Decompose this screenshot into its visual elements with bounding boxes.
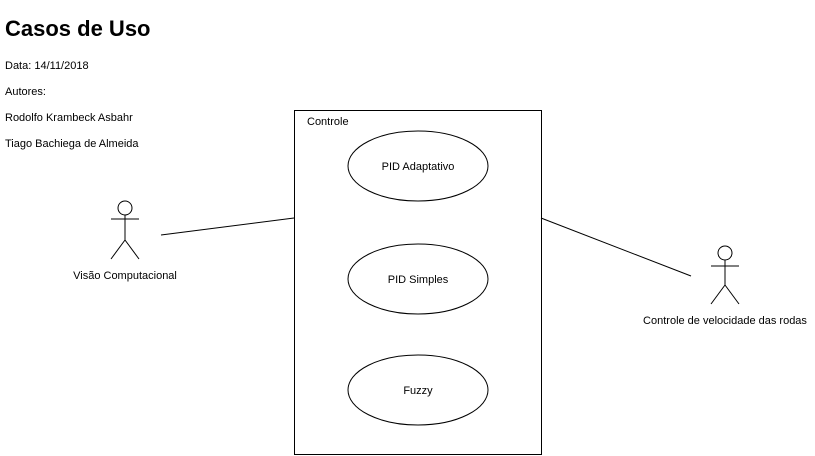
association-left[interactable] [160, 217, 295, 236]
system-label: Controle [307, 116, 349, 128]
authors-label: Autores: [5, 86, 46, 98]
actor-left-figure[interactable] [110, 200, 140, 260]
date-text: Data: 14/11/2018 [5, 60, 89, 72]
association-right[interactable] [540, 217, 692, 277]
use-case-fuzzy[interactable] [347, 354, 489, 426]
use-case-pid-simples[interactable] [347, 243, 489, 315]
actor-right-figure[interactable] [710, 245, 740, 305]
system-boundary[interactable] [294, 110, 542, 455]
use-case-label-fuzzy: Fuzzy [403, 385, 433, 397]
use-case-label-pid-simples: PID Simples [388, 274, 449, 286]
page-title: Casos de Uso [5, 16, 151, 41]
actor-left-label: Visão Computacional [73, 270, 177, 282]
author-2: Tiago Bachiega de Almeida [5, 138, 139, 150]
use-case-pid-adaptativo[interactable] [347, 130, 489, 202]
use-case-label-pid-adaptativo: PID Adaptativo [382, 161, 455, 173]
actor-right-label: Controle de velocidade das rodas [643, 315, 807, 327]
author-1: Rodolfo Krambeck Asbahr [5, 112, 133, 124]
